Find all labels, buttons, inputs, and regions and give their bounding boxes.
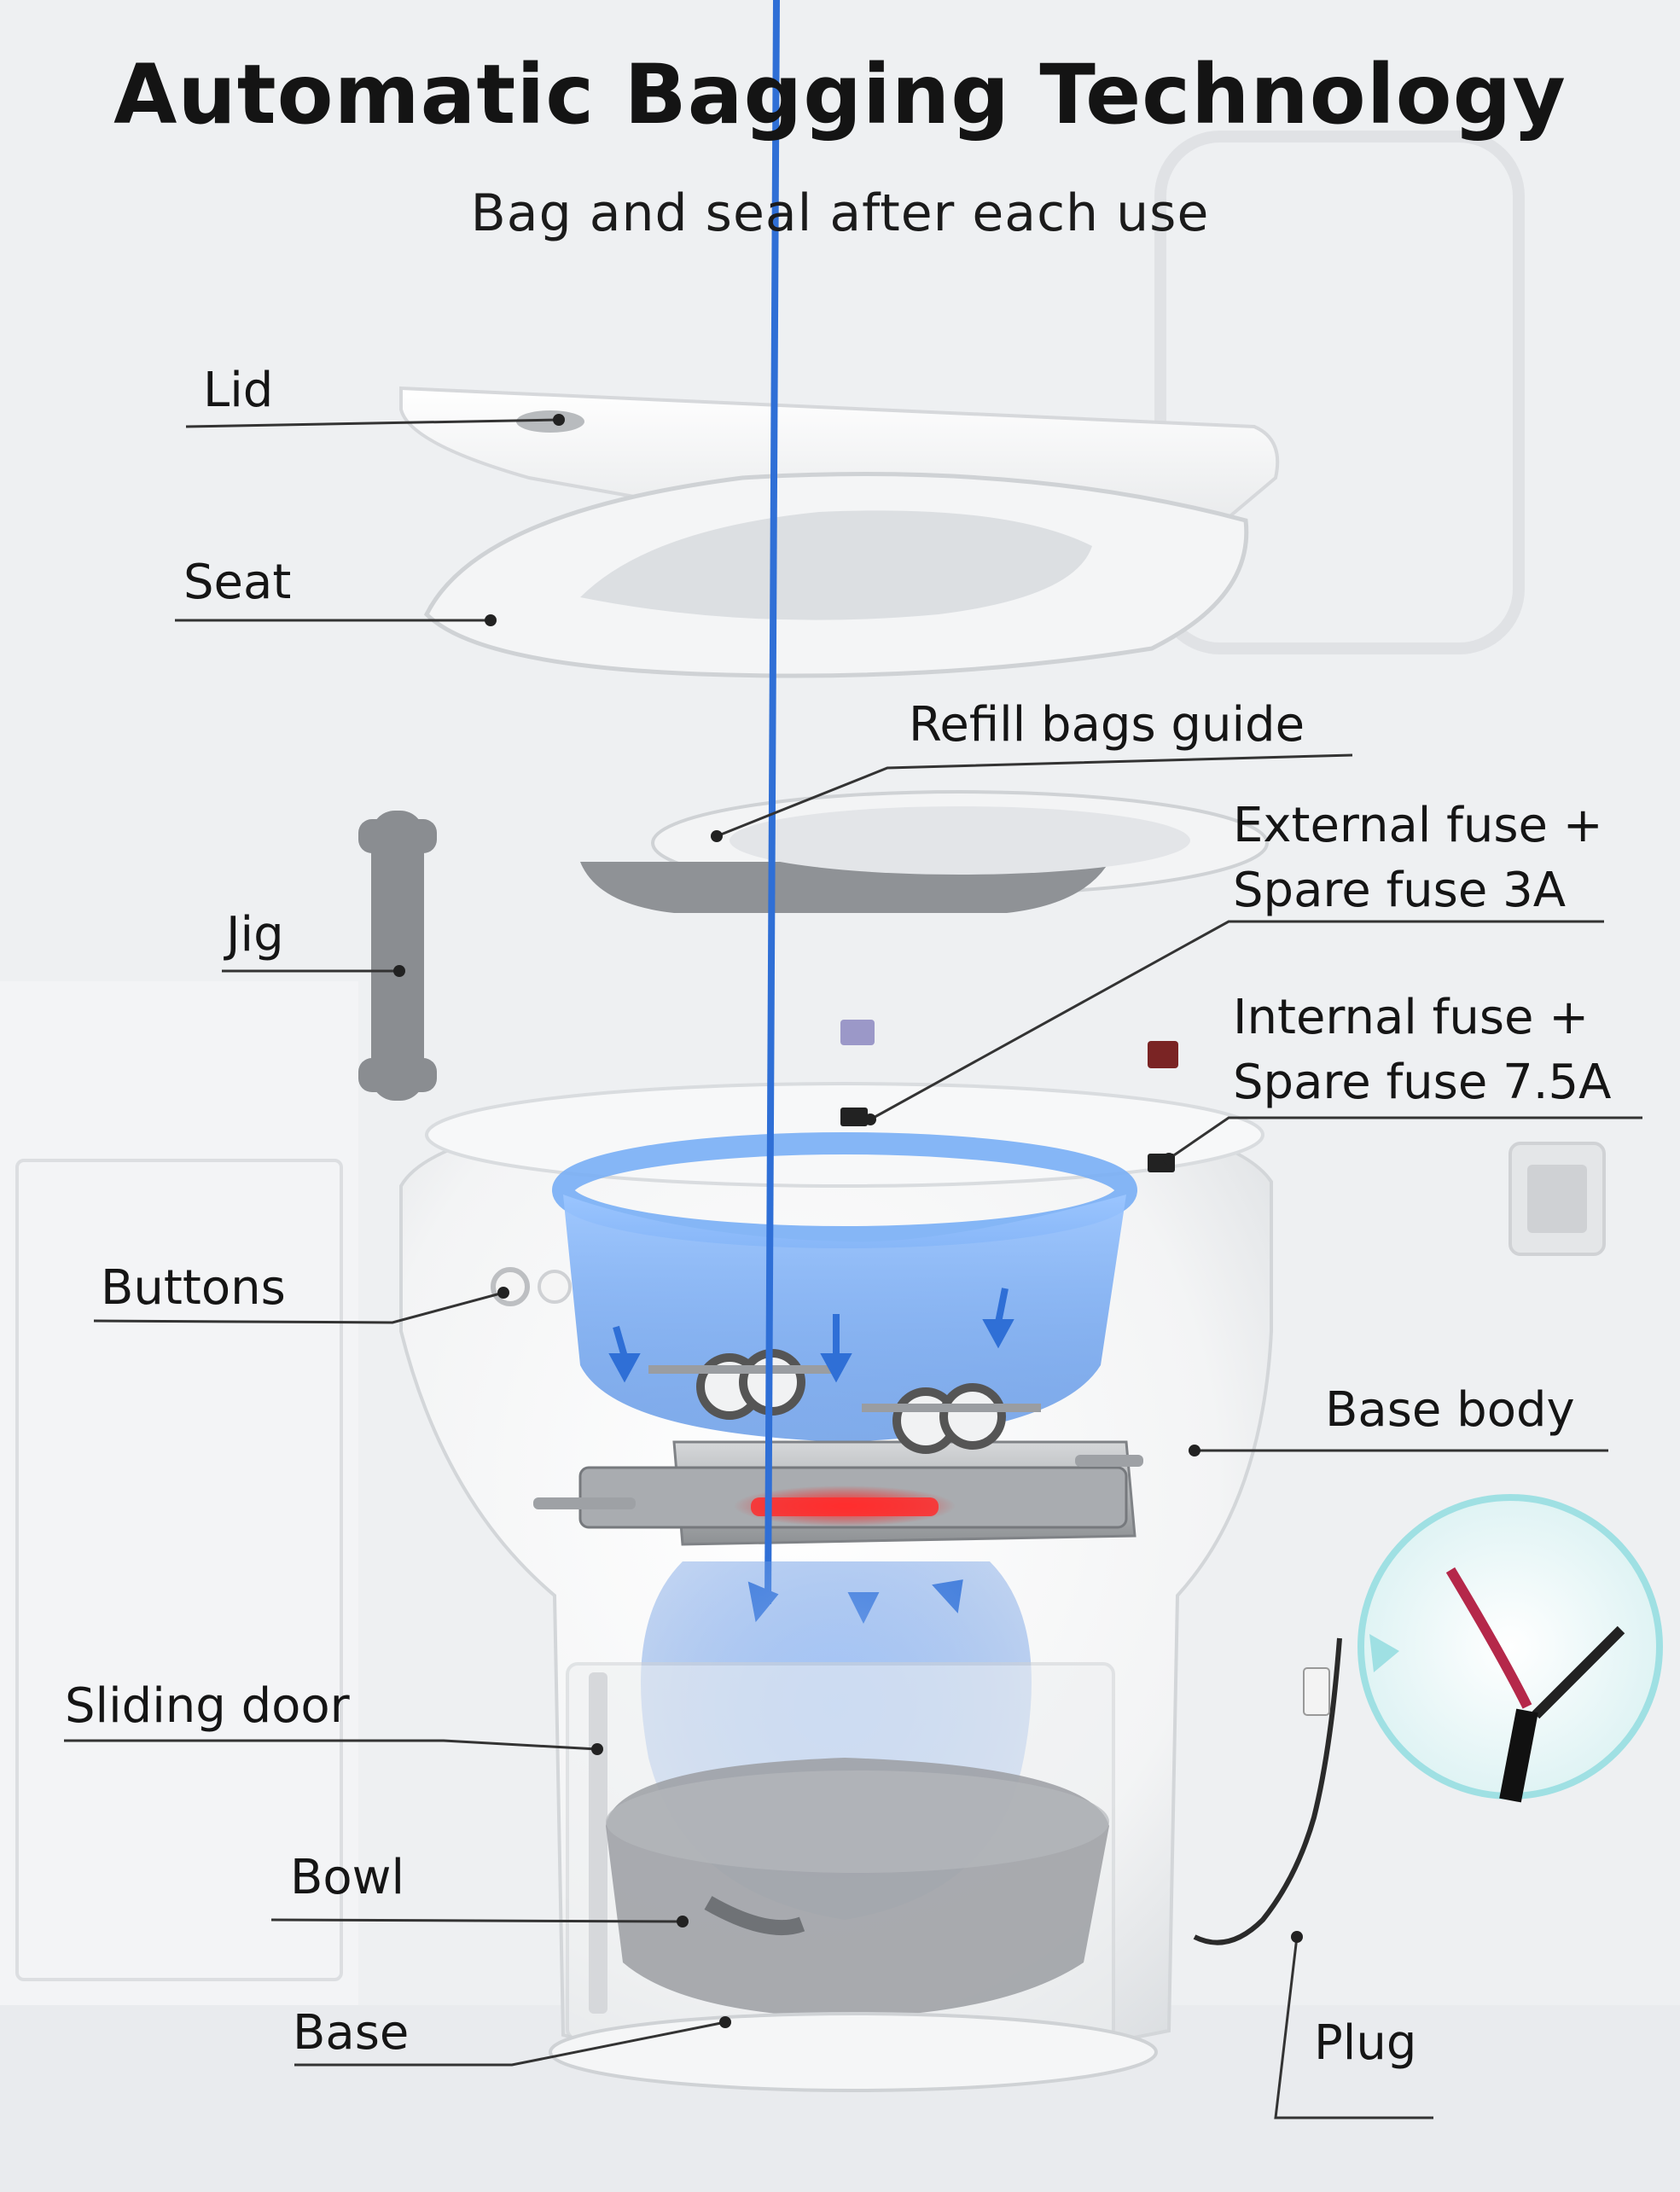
page-subtitle: Bag and seal after each use — [470, 183, 1210, 243]
label-external-fuse-line1: External fuse + — [1233, 798, 1603, 853]
label-external-fuse: External fuse + Spare fuse 3A — [1233, 794, 1603, 923]
label-external-fuse-line2: Spare fuse 3A — [1233, 863, 1567, 918]
label-jig: Jig — [226, 907, 284, 962]
label-internal-fuse-line1: Internal fuse + — [1233, 990, 1590, 1045]
label-base-body: Base body — [1325, 1382, 1575, 1438]
label-seat: Seat — [183, 555, 292, 610]
label-internal-fuse: Internal fuse + Spare fuse 7.5A — [1233, 986, 1611, 1115]
label-plug: Plug — [1314, 2015, 1417, 2071]
label-bowl: Bowl — [290, 1850, 405, 1905]
label-lid: Lid — [203, 363, 274, 418]
label-base: Base — [293, 2005, 410, 2061]
label-internal-fuse-line2: Spare fuse 7.5A — [1233, 1055, 1612, 1110]
label-refill-bags-guide: Refill bags guide — [909, 697, 1305, 753]
label-sliding-door: Sliding door — [65, 1678, 350, 1734]
label-buttons: Buttons — [101, 1260, 286, 1316]
page-title: Automatic Bagging Technology — [113, 47, 1567, 142]
